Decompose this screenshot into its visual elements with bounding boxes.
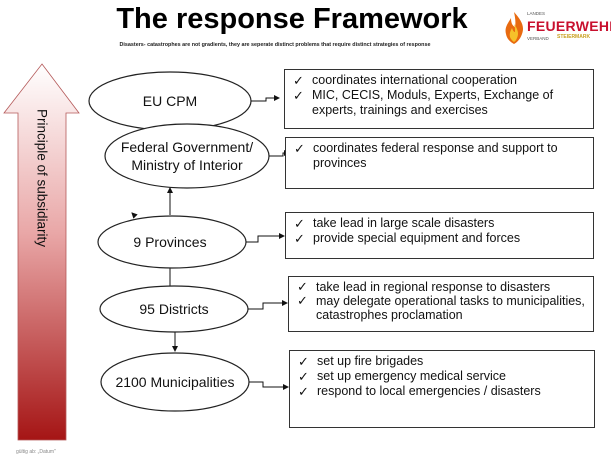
box-districts-item: ✓take lead in regional response to disas… bbox=[297, 279, 551, 295]
box-eu-item: ✓MIC, CECIS, Moduls, Experts, Exchange o… bbox=[293, 88, 554, 117]
box-municipalities: ✓set up fire brigades ✓set up emergency … bbox=[289, 350, 595, 428]
subsidiarity-arrow bbox=[3, 63, 80, 441]
node-eu-cpm-label: EU CPM bbox=[143, 93, 197, 109]
check-icon: ✓ bbox=[298, 354, 309, 369]
box-provinces-item: ✓take lead in large scale disasters bbox=[294, 216, 495, 231]
check-icon: ✓ bbox=[294, 141, 305, 156]
check-icon: ✓ bbox=[298, 369, 309, 384]
slide-subtitle: Disasters- catastrophes are not gradient… bbox=[119, 42, 431, 48]
validity-footer: gültig ab: „Datum" bbox=[16, 449, 56, 455]
subsidiarity-label: Principle of subsidiarity bbox=[34, 108, 50, 248]
check-icon: ✓ bbox=[294, 216, 305, 231]
box-districts-item: ✓may delegate operational tasks to munic… bbox=[297, 293, 585, 323]
node-districts-label: 95 Districts bbox=[139, 301, 208, 317]
check-icon: ✓ bbox=[293, 73, 304, 88]
flame-icon bbox=[505, 12, 524, 44]
box-connectors bbox=[246, 95, 290, 390]
box-eu-item: ✓coordinates international cooperation bbox=[293, 73, 517, 88]
box-districts: ✓take lead in regional response to disas… bbox=[288, 276, 594, 332]
node-municipalities-label: 2100 Municipalities bbox=[115, 374, 234, 390]
box-federal: ✓coordinates federal response and suppor… bbox=[285, 137, 594, 189]
box-eu-cpm: ✓coordinates international cooperation ✓… bbox=[284, 69, 594, 129]
node-federal-line2: Ministry of Interior bbox=[131, 157, 243, 173]
box-municipalities-item: ✓set up fire brigades bbox=[298, 354, 424, 369]
check-icon: ✓ bbox=[297, 279, 308, 294]
check-icon: ✓ bbox=[293, 88, 304, 103]
feuerwehr-logo: LANDES FEUERWEHR VERBAND STEIERMARK bbox=[497, 10, 611, 46]
logo-top-text: LANDES bbox=[527, 11, 546, 16]
node-federal-line1: Federal Government/ bbox=[121, 139, 253, 155]
box-municipalities-item: ✓set up emergency medical service bbox=[298, 369, 506, 384]
check-icon: ✓ bbox=[294, 231, 305, 246]
slide-title: The response Framework bbox=[116, 3, 468, 35]
logo-subtext: STEIERMARK bbox=[557, 34, 591, 40]
logo-bottom-text: VERBAND bbox=[527, 36, 549, 41]
node-provinces-label: 9 Provinces bbox=[133, 234, 206, 250]
logo-wordmark: FEUERWEHR bbox=[527, 18, 611, 34]
box-federal-item: ✓coordinates federal response and suppor… bbox=[294, 141, 558, 170]
box-municipalities-item: ✓respond to local emergencies / disaster… bbox=[298, 384, 541, 399]
check-icon: ✓ bbox=[297, 293, 308, 308]
node-federal-government bbox=[104, 123, 270, 189]
box-provinces-item: ✓provide special equipment and forces bbox=[294, 231, 521, 246]
check-icon: ✓ bbox=[298, 384, 309, 399]
box-provinces: ✓take lead in large scale disasters ✓pro… bbox=[285, 212, 594, 259]
